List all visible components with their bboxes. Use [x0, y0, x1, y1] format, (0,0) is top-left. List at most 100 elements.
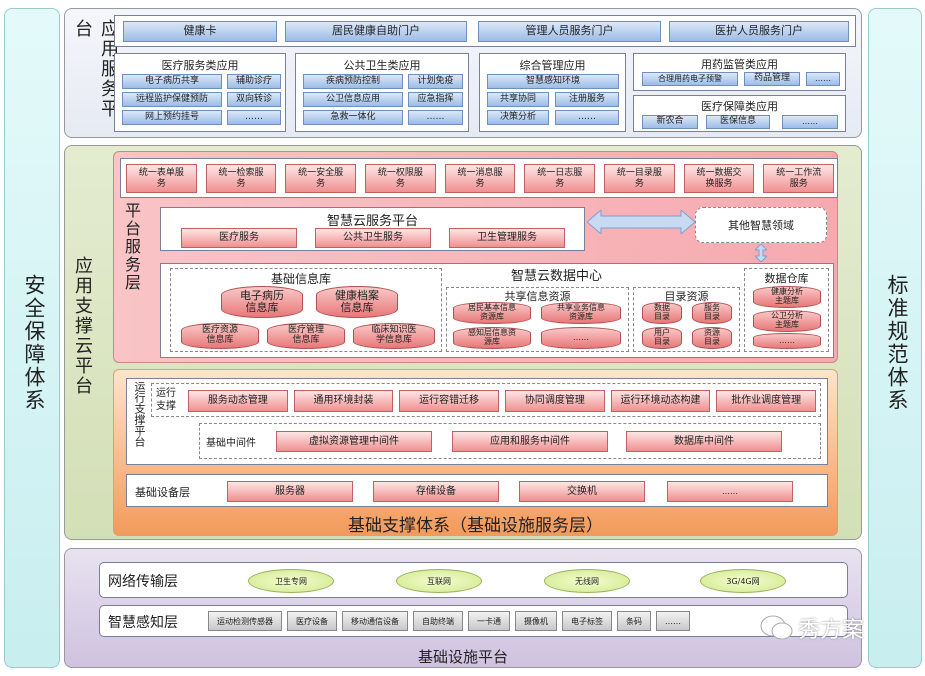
- app-item[interactable]: 网上预约挂号: [122, 110, 222, 125]
- sensing-label: 智慧感知层: [108, 615, 178, 631]
- unified-service-item[interactable]: 统一权限服务: [365, 164, 436, 193]
- sensing-item[interactable]: 摄像机: [515, 611, 557, 631]
- portal-medical-staff[interactable]: 医护人员服务门户: [669, 21, 849, 42]
- db-cylinder: 临床知识医学信息库: [353, 323, 435, 349]
- app-item[interactable]: 共享协同: [487, 92, 549, 107]
- app-item[interactable]: 新农合: [642, 115, 698, 129]
- unified-service-item[interactable]: 统一目录服务: [604, 164, 675, 193]
- app-item[interactable]: 应急指挥: [408, 92, 463, 107]
- db-cylinder: 用户目录: [642, 327, 682, 349]
- middleware-item[interactable]: 数据库中间件: [626, 431, 782, 452]
- data-warehouse: 数据仓库 健康分析主题库 公卫分析主题库 ……: [744, 268, 829, 352]
- runtime-support-group: 运行支撑 服务动态管理通用环境封装运行容错迁移协同调度管理运行环境动态构建批作业…: [151, 383, 821, 417]
- portal-health-card[interactable]: 健康卡: [123, 21, 277, 42]
- unified-service-item[interactable]: 统一安全服务: [285, 164, 357, 193]
- sensing-item[interactable]: 移动通信设备: [342, 611, 408, 631]
- data-center-title: 智慧云数据中心: [511, 269, 603, 284]
- standards-label: 标准规范体系: [885, 274, 909, 412]
- network-cloud: 卫生专网: [248, 569, 334, 593]
- group-title: 医疗保障类应用: [701, 100, 778, 113]
- runtime-item[interactable]: 运行环境动态构建: [610, 390, 711, 412]
- security-label: 安全保障体系: [22, 274, 46, 412]
- sensing-item[interactable]: 自助终端: [413, 611, 463, 631]
- group-comprehensive-mgmt: 综合管理应用 智慧感知环境 共享协同 注册服务 决策分析 ……: [479, 53, 626, 132]
- runtime-item[interactable]: 协同调度管理: [505, 390, 605, 412]
- group-title: 公共卫生类应用: [343, 59, 421, 72]
- sensing-item[interactable]: 运动检测传感器: [208, 611, 282, 631]
- platform-service-layer: 平台服务层 统一表单服务统一检索服务统一安全服务统一权限服务统一消息服务统一日志…: [113, 151, 838, 363]
- app-item[interactable]: ……: [408, 110, 463, 125]
- smart-cloud-service-platform: 智慧云服务平台 医疗服务 公共卫生服务 卫生管理服务: [160, 207, 585, 251]
- runtime-item[interactable]: 运行容错迁移: [399, 390, 500, 412]
- device-item[interactable]: 服务器: [227, 481, 353, 502]
- group-public-health: 公共卫生类应用 疾病预防控制 计划免疫 公卫信息应用 应急指挥 急救一体化 ……: [295, 53, 469, 132]
- network-label: 网络传输层: [108, 574, 178, 590]
- app-item[interactable]: 注册服务: [555, 92, 619, 107]
- app-item[interactable]: 决策分析: [487, 110, 549, 125]
- basic-device-layer: 基础设备层 服务器 存储设备 交换机 ……: [126, 474, 828, 507]
- unified-service-item[interactable]: 统一日志服务: [524, 164, 596, 193]
- app-item[interactable]: 双向转诊: [227, 92, 281, 107]
- db-cylinder: 医疗资源信息库: [181, 323, 259, 349]
- app-item[interactable]: 计划免疫: [408, 74, 463, 89]
- runtime-item[interactable]: 服务动态管理: [188, 390, 288, 412]
- app-item[interactable]: 医保信息: [706, 115, 770, 129]
- app-item[interactable]: ……: [555, 110, 619, 125]
- unified-services: 统一表单服务统一检索服务统一安全服务统一权限服务统一消息服务统一日志服务统一目录…: [126, 164, 835, 193]
- db-cylinder: 公卫分析主题库: [753, 310, 821, 332]
- cloud-service-item[interactable]: 卫生管理服务: [449, 228, 565, 248]
- basic-info-db: 基础信息库 电子病历信息库 健康档案信息库 医疗资源信息库 医疗管理信息库 临床…: [170, 268, 442, 352]
- device-item[interactable]: 交换机: [519, 481, 645, 502]
- sensing-item[interactable]: 一卡通: [468, 611, 510, 631]
- sensing-item[interactable]: 医疗设备: [287, 611, 337, 631]
- app-item[interactable]: 电子病历共享: [122, 74, 222, 89]
- db-cylinder: 感知层信息资源库: [453, 327, 531, 349]
- runtime-item[interactable]: 批作业调度管理: [716, 390, 817, 412]
- sensing-item[interactable]: 电子标签: [562, 611, 612, 631]
- runtime-item[interactable]: 通用环境封装: [293, 390, 394, 412]
- app-item[interactable]: 辅助诊疗: [227, 74, 281, 89]
- app-item[interactable]: ……: [782, 115, 838, 129]
- device-item[interactable]: 存储设备: [373, 481, 499, 502]
- middleware-group: 基础中间件 虚拟资源管理中间件 应用和服务中间件 数据库中间件: [199, 423, 821, 459]
- device-item[interactable]: ……: [667, 481, 793, 502]
- unified-service-item[interactable]: 统一数据交换服务: [683, 164, 755, 193]
- app-item[interactable]: 疾病预防控制: [303, 74, 403, 89]
- app-item[interactable]: 远程监护保健预防: [122, 92, 222, 107]
- cloud-service-item[interactable]: 公共卫生服务: [315, 228, 431, 248]
- app-item[interactable]: 公卫信息应用: [303, 92, 403, 107]
- app-item[interactable]: 合理用药电子预警: [642, 72, 738, 86]
- unified-service-item[interactable]: 统一表单服务: [126, 164, 197, 193]
- app-item[interactable]: 药品管理: [744, 72, 800, 86]
- infrastructure-support-system: 运行支撑平台 运行支撑 服务动态管理通用环境封装运行容错迁移协同调度管理运行环境…: [113, 369, 838, 536]
- db-cylinder: 共享业务信息资源库: [541, 302, 621, 324]
- sensing-item[interactable]: ……: [656, 611, 690, 631]
- db-cylinder: 健康档案信息库: [316, 286, 398, 318]
- app-item[interactable]: 急救一体化: [303, 110, 403, 125]
- network-transport-layer: 网络传输层 卫生专网 互联网 无线网 3G/4G网: [99, 562, 848, 598]
- unified-service-item[interactable]: 统一工作流服务: [763, 164, 835, 193]
- portal-resident[interactable]: 居民健康自助门户: [285, 21, 467, 42]
- device-layer-label: 基础设备层: [135, 486, 190, 499]
- middleware-item[interactable]: 虚拟资源管理中间件: [276, 431, 432, 452]
- sensing-item[interactable]: 条码: [617, 611, 651, 631]
- app-item[interactable]: 智慧感知环境: [487, 74, 619, 89]
- portal-manager[interactable]: 管理人员服务门户: [478, 21, 661, 42]
- db-cylinder: 健康分析主题库: [753, 286, 821, 308]
- warehouse-title: 数据仓库: [764, 272, 809, 285]
- app-item[interactable]: ……: [806, 72, 840, 86]
- unified-service-item[interactable]: 统一检索服务: [205, 164, 277, 193]
- catalog-title: 目录资源: [664, 290, 709, 303]
- infra-support-title: 基础支撑体系（基础设施服务层）: [348, 516, 603, 536]
- app-item[interactable]: ……: [227, 110, 281, 125]
- shared-info-resources: 共享信息资源 居民基本信息资源库 共享业务信息资源库 感知层信息资源库 ……: [446, 287, 629, 352]
- cloud-service-item[interactable]: 医疗服务: [181, 228, 297, 248]
- vertical-arrow-icon: [755, 244, 767, 262]
- unified-service-item[interactable]: 统一消息服务: [444, 164, 516, 193]
- group-title: 医疗服务类应用: [161, 59, 239, 72]
- app-service-platform: 应用服务平台 健康卡 居民健康自助门户 管理人员服务门户 医护人员服务门户 医疗…: [64, 8, 862, 138]
- runtime-items: 服务动态管理通用环境封装运行容错迁移协同调度管理运行环境动态构建批作业调度管理: [188, 390, 817, 412]
- db-cylinder: 电子病历信息库: [221, 286, 303, 318]
- db-cylinder: 数据目录: [642, 302, 682, 324]
- middleware-item[interactable]: 应用和服务中间件: [452, 431, 608, 452]
